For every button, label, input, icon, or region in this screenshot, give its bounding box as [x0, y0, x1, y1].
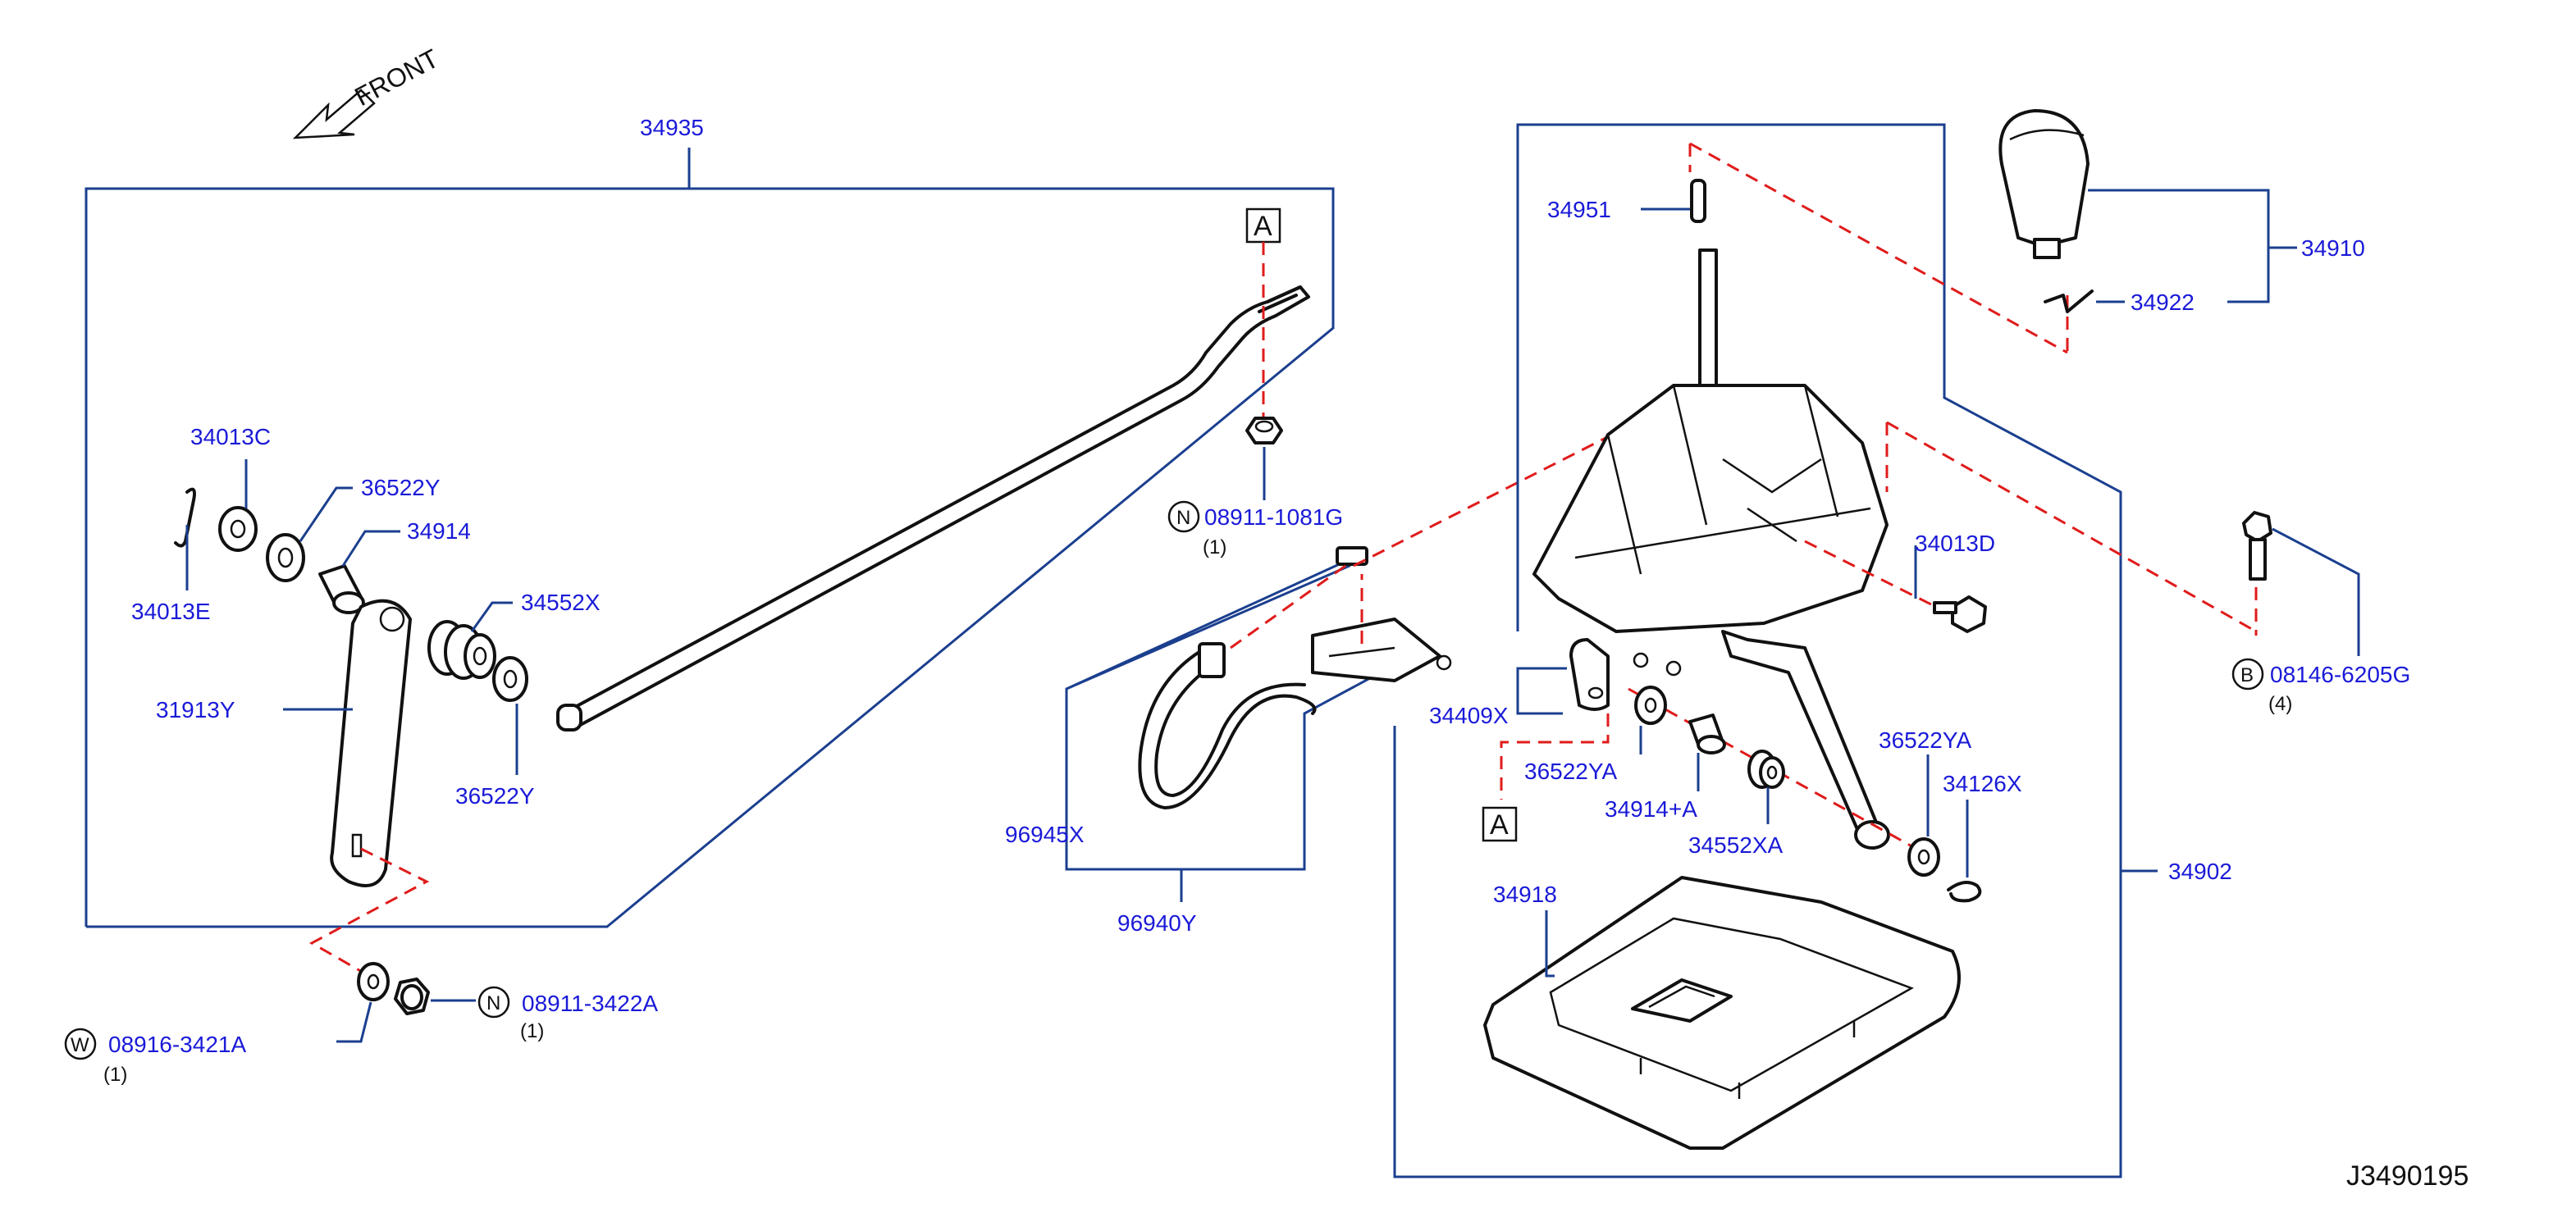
screw-34013d [1933, 595, 1987, 633]
nut-08911-1081g [1245, 417, 1283, 444]
label-36522y-a: 36522Y [361, 475, 441, 500]
label-34935: 34935 [640, 115, 704, 140]
lever-31913y [330, 599, 412, 887]
svg-text:N: N [1176, 507, 1190, 529]
clip-34126x [1947, 881, 1982, 903]
qty-08911-1081g: (1) [1203, 536, 1226, 558]
bolt-08146-6205g [2242, 511, 2272, 581]
label-34552x: 34552X [521, 590, 601, 615]
clip-34013e [174, 487, 196, 548]
pin-34951 [1690, 179, 1706, 223]
washer-36522y-lower [492, 656, 528, 702]
label-34013e: 34013E [131, 599, 211, 624]
nut-08911-3422a [394, 978, 430, 1015]
label-08911-1081g: 08911-1081G [1204, 504, 1343, 530]
label-34918: 34918 [1493, 882, 1557, 907]
label-96940y: 96940Y [1117, 910, 1197, 936]
svg-text:A: A [1490, 809, 1509, 841]
svg-text:W: W [71, 1034, 89, 1056]
label-96945x: 96945X [1005, 822, 1085, 847]
label-34914: 34914 [407, 518, 471, 544]
label-34951: 34951 [1547, 197, 1611, 222]
label-34013c: 34013C [190, 424, 271, 449]
qty-08916-3421a: (1) [103, 1064, 127, 1086]
qty-08146-6205g: (4) [2268, 693, 2292, 715]
washer-36522ya-a [1634, 686, 1667, 725]
label-34902: 34902 [2168, 859, 2232, 884]
label-31913y: 31913Y [156, 697, 235, 722]
washer-36522ya-b [1907, 837, 1940, 877]
ref-marker-a-bottom [1482, 806, 1518, 842]
front-arrow-icon [292, 89, 376, 139]
label-36522y-b: 36522Y [455, 783, 535, 809]
svg-text:A: A [1254, 211, 1272, 242]
label-34914a: 34914+A [1605, 796, 1697, 822]
front-label: FRONT [349, 43, 443, 112]
label-08916-3421a: 08916-3421A [108, 1032, 246, 1057]
bushing-34914 [318, 564, 365, 614]
cover-34918 [1483, 876, 1961, 1150]
ref-marker-a-top [1245, 207, 1281, 244]
harness-96945x [1138, 546, 1452, 809]
label-34922: 34922 [2131, 289, 2195, 315]
label-34409x: 34409X [1429, 703, 1509, 728]
label-34910: 34910 [2301, 235, 2365, 261]
washer-08916-3421a [357, 962, 390, 1001]
label-34126x: 34126X [1943, 771, 2022, 796]
bushing-34914a [1688, 713, 1726, 754]
label-34013d: 34013D [1915, 531, 1995, 556]
bracket-96940y [1065, 554, 1412, 871]
grommet-34552xa [1747, 750, 1785, 789]
svg-text:N: N [486, 992, 500, 1014]
bracket-34902 [1393, 123, 2122, 1178]
knob-34910 [1998, 109, 2090, 259]
label-34552xa: 34552XA [1688, 832, 1784, 858]
label-36522ya-a: 36522YA [1524, 759, 1617, 784]
svg-text:B: B [2240, 664, 2254, 686]
bracket-34935 [84, 187, 1335, 928]
shift-rod [556, 285, 1310, 732]
clip-34922 [2044, 289, 2094, 313]
washer-36522y-upper [266, 533, 305, 582]
label-08911-3422a: 08911-3422A [522, 991, 658, 1016]
label-08146-6205g: 08146-6205G [2270, 662, 2410, 687]
diagram-code: J3490195 [2346, 1160, 2469, 1192]
label-36522ya-b: 36522YA [1879, 727, 1971, 753]
washer-34013c [218, 506, 258, 552]
qty-08911-3422a: (1) [520, 1020, 544, 1042]
bracket-part-34409x [1569, 638, 1610, 711]
grommet-34552x [427, 620, 496, 680]
